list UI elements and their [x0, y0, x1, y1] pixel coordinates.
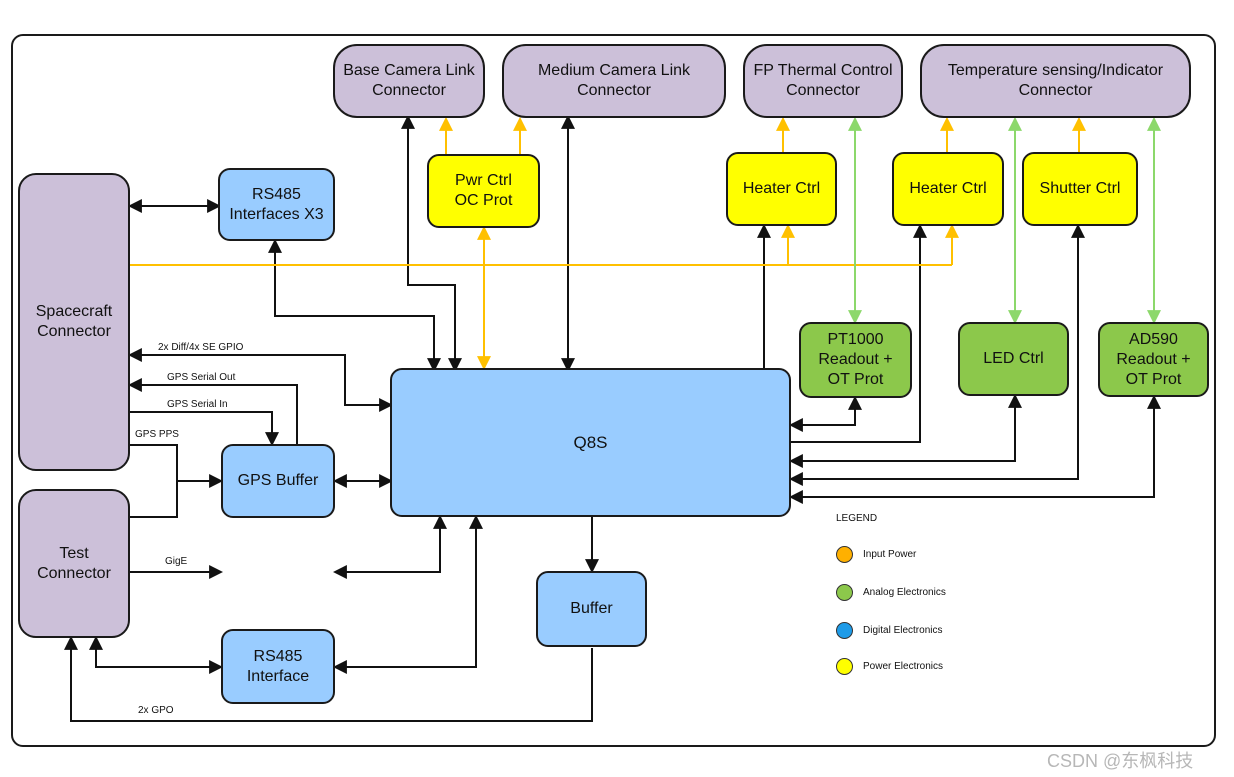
base-camera-link-connector: Base Camera Link Connector — [333, 44, 485, 118]
rs485-interface: RS485 Interface — [221, 629, 335, 704]
fp-thermal-control-connector: FP Thermal Control Connector — [743, 44, 903, 118]
rs485-interfaces-x3: RS485 Interfaces X3 — [218, 168, 335, 241]
legend-dot-blue — [836, 621, 853, 639]
edge-gpio — [127, 348, 394, 412]
label-gps-serial-out: GPS Serial Out — [167, 372, 236, 383]
led-ctrl: LED Ctrl — [958, 322, 1069, 396]
edge-rs485x3-q8s — [268, 238, 441, 373]
legend-item-digital: Digital Electronics — [836, 620, 942, 640]
legend-dot-yellow — [836, 657, 853, 675]
legend-item-power: Power Electronics — [836, 656, 943, 676]
diagram-frame — [11, 34, 1216, 747]
edge-q8s-pt1000 — [788, 395, 862, 432]
edge-gps-serial-out — [127, 378, 298, 445]
pt1000-readout: PT1000 Readout + OT Prot — [799, 322, 912, 398]
edge-gpo — [64, 635, 593, 722]
edge-ethernet-q8s — [332, 514, 447, 579]
legend-dot-orange — [836, 545, 853, 563]
legend-label: Power Electronics — [863, 660, 944, 672]
heater-ctrl-2: Heater Ctrl — [892, 152, 1004, 226]
edge-gps-serial-in — [130, 411, 279, 447]
legend-label: Digital Electronics — [863, 624, 943, 636]
shutter-ctrl: Shutter Ctrl — [1022, 152, 1138, 226]
edge-rs485-q8s — [332, 514, 483, 674]
temperature-sensing-connector: Temperature sensing/Indicator Connector — [920, 44, 1191, 118]
edge-test-gps — [130, 481, 178, 518]
buffer: Buffer — [536, 571, 647, 647]
label-gps-serial-in: GPS Serial In — [167, 399, 228, 410]
edge-q8s-ad590 — [788, 394, 1161, 504]
label-gpo: 2x GPO — [138, 705, 174, 716]
edge-test-rs485 — [89, 635, 224, 674]
legend-title: LEGEND — [836, 513, 878, 524]
label-gps-pps: GPS PPS — [135, 429, 179, 440]
legend-item-input-power: Input Power — [836, 544, 916, 564]
legend-dot-green — [836, 583, 853, 601]
heater-ctrl-1: Heater Ctrl — [726, 152, 837, 226]
medium-camera-link-connector: Medium Camera Link Connector — [502, 44, 726, 118]
legend-item-analog: Analog Electronics — [836, 582, 946, 602]
q8s-fpga: Q8S — [390, 368, 791, 517]
pwr-ctrl-oc-prot: Pwr Ctrl OC Prot — [427, 154, 540, 228]
edge-basecam-q8s — [401, 114, 462, 373]
edge-q8s-led — [788, 393, 1022, 468]
gps-buffer: GPS Buffer — [221, 444, 335, 518]
legend-label: Analog Electronics — [863, 586, 946, 598]
label-gige: GigE — [165, 556, 188, 567]
legend-label: Input Power — [863, 548, 917, 560]
ad590-readout: AD590 Readout + OT Prot — [1098, 322, 1209, 397]
watermark: CSDN @东枫科技 — [1047, 751, 1194, 771]
spacecraft-connector: Spacecraft Connector — [18, 173, 130, 471]
label-gpio: 2x Diff/4x SE GPIO — [158, 342, 244, 353]
edge-gps-pps — [130, 444, 224, 488]
test-connector: Test Connector — [18, 489, 130, 638]
